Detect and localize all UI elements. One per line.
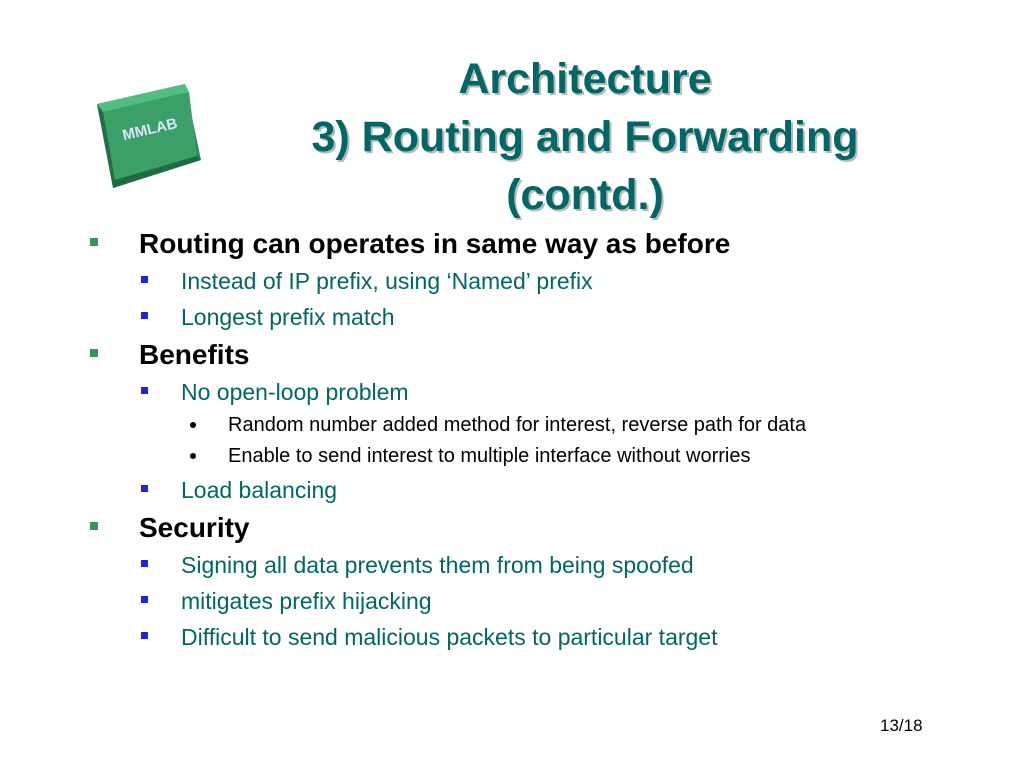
sub-bullet-signing: Signing all data prevents them from bein… <box>0 547 1024 583</box>
bullet-text: mitigates prefix hijacking <box>181 588 432 614</box>
square-bullet-icon <box>141 312 148 319</box>
title-line-1: Architecture <box>458 55 712 103</box>
slide-content: Routing can operates in same way as befo… <box>0 224 1024 655</box>
page-number: 13/18 <box>880 716 923 735</box>
square-bullet-icon <box>141 276 148 283</box>
bullet-text: Longest prefix match <box>181 304 395 330</box>
sub-sub-bullet-random-number: Random number added method for interest,… <box>0 410 1024 441</box>
bullet-text: Load balancing <box>181 477 338 503</box>
sub-bullet-open-loop: No open-loop problem <box>0 374 1024 410</box>
bullet-text: Instead of IP prefix, using ‘Named’ pref… <box>181 268 593 294</box>
square-bullet-icon <box>141 387 148 394</box>
square-bullet-icon <box>90 522 98 530</box>
square-bullet-icon <box>90 349 98 357</box>
sub-bullet-named-prefix: Instead of IP prefix, using ‘Named’ pref… <box>0 263 1024 299</box>
square-bullet-icon <box>141 560 148 567</box>
sub-bullet-load-balancing: Load balancing <box>0 472 1024 508</box>
bullet-text: Routing can operates in same way as befo… <box>139 228 731 259</box>
sub-sub-bullet-multiple-interface: Enable to send interest to multiple inte… <box>0 441 1024 472</box>
round-bullet-icon <box>190 453 196 459</box>
square-bullet-icon <box>90 238 98 246</box>
square-bullet-icon <box>141 596 148 603</box>
slide-title: Architecture 3) Routing and Forwarding (… <box>240 50 930 224</box>
bullet-text: Random number added method for interest,… <box>228 414 807 436</box>
sub-bullet-hijacking: mitigates prefix hijacking <box>0 583 1024 619</box>
square-bullet-icon <box>141 485 148 492</box>
bullet-text: Signing all data prevents them from bein… <box>181 552 694 578</box>
bullet-text: Enable to send interest to multiple inte… <box>228 445 751 467</box>
mmlab-logo: MMLAB <box>93 82 205 194</box>
title-line-3: (contd.) <box>506 171 664 219</box>
bullet-text: Benefits <box>139 339 250 370</box>
sub-bullet-malicious-packets: Difficult to send malicious packets to p… <box>0 619 1024 655</box>
square-bullet-icon <box>141 632 148 639</box>
bullet-routing: Routing can operates in same way as befo… <box>0 224 1024 263</box>
bullet-benefits: Benefits <box>0 335 1024 374</box>
round-bullet-icon <box>190 422 196 428</box>
bullet-text: Security <box>139 512 250 543</box>
sub-bullet-longest-prefix: Longest prefix match <box>0 299 1024 335</box>
bullet-security: Security <box>0 508 1024 547</box>
bullet-text: No open-loop problem <box>181 379 409 405</box>
title-line-2: 3) Routing and Forwarding <box>311 113 859 161</box>
bullet-text: Difficult to send malicious packets to p… <box>181 624 718 650</box>
